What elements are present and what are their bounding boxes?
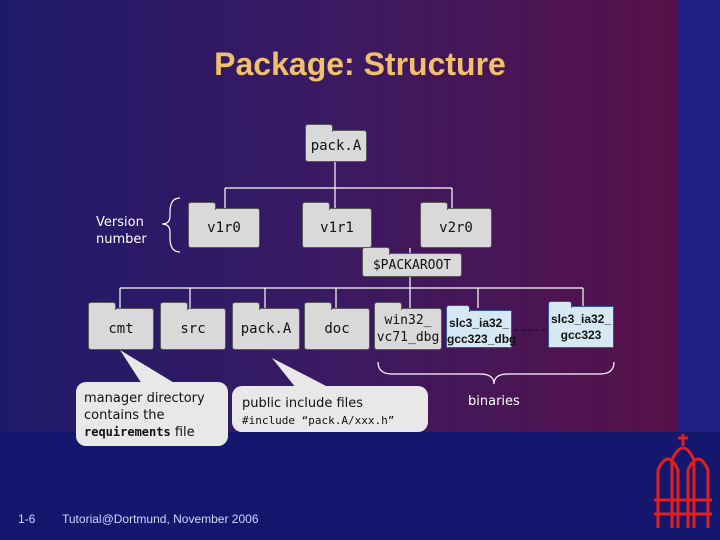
win-folder-line1: win32_ [384,313,432,328]
folder-packaroot[interactable]: $PACKAROOT [362,247,462,277]
folder-doc[interactable]: doc [304,302,370,350]
folder-cmt[interactable]: cmt [88,302,154,350]
folder-v1r0-label: v1r0 [207,220,241,236]
folder-pack-a-include[interactable]: pack.A [232,302,300,350]
manager-directory-note: manager directory contains the requireme… [76,382,228,446]
folder-win32-vc71-dbg[interactable]: win32_ vc71_dbg [374,302,442,350]
version-number-label: Version number [96,215,147,247]
folder-src[interactable]: src [160,302,226,350]
win-folder-line2: vc71_dbg [376,330,440,345]
folder-slc3-ia32-gcc323[interactable]: slc3_ia32_ gcc323 [548,301,614,348]
page-number: 1-6 [18,512,36,526]
folder-pack-a[interactable]: pack.A [305,124,367,162]
lhcb-logo [654,434,712,528]
footer-text: Tutorial@Dortmund, November 2006 [62,512,259,526]
bin1-line2: gcc323_dbg [447,332,517,346]
bin2-line1: slc3_ia32_ [550,312,612,326]
folder-doc-label: doc [324,321,350,337]
folder-pack-a-include-label: pack.A [240,321,292,337]
folder-v1r0[interactable]: v1r0 [188,202,260,248]
folder-packaroot-label: $PACKAROOT [372,257,452,273]
bin2-line2: gcc323 [560,328,602,342]
folder-cmt-label: cmt [108,321,134,337]
slide-title: Package: Structure [214,46,506,82]
folder-v1r1[interactable]: v1r1 [302,202,372,248]
folder-pack-a-label: pack.A [310,138,362,154]
folder-v2r0[interactable]: v2r0 [420,202,492,248]
include-files-note: public include files #include “pack.A/xx… [232,386,428,432]
folder-v2r0-label: v2r0 [439,220,473,236]
folder-slc3-ia32-gcc323-dbg[interactable]: slc3_ia32_ gcc323_dbg [446,305,517,348]
folder-src-label: src [180,321,206,337]
bottom-band [0,432,720,540]
bin1-line1: slc3_ia32_ [448,316,510,330]
folder-v1r1-label: v1r1 [320,220,354,236]
binaries-label: binaries [468,394,520,409]
